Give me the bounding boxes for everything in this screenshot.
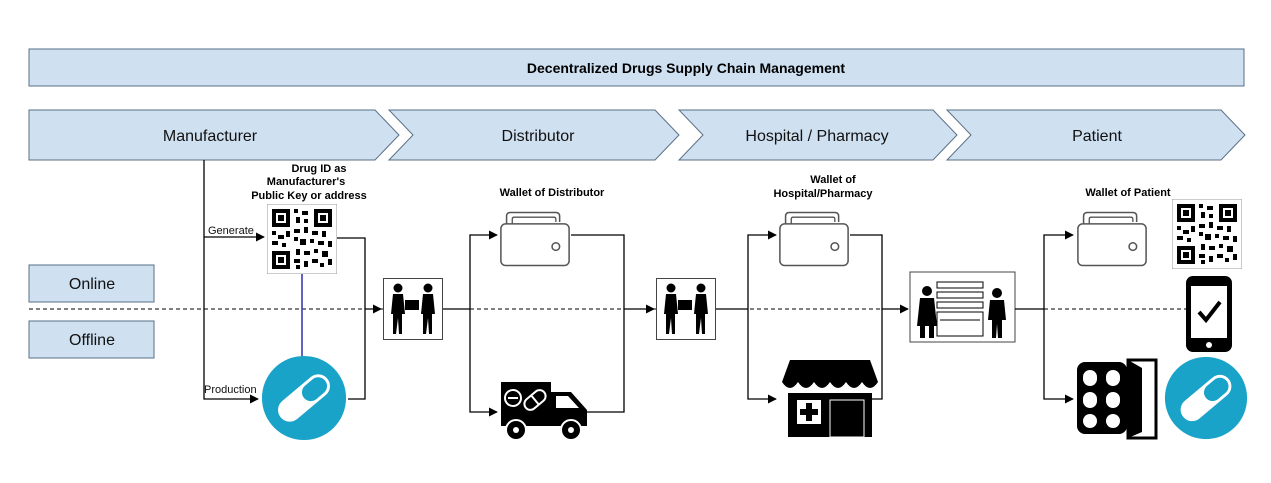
pill-icon: [261, 355, 347, 441]
to-store-arrow: [747, 309, 777, 404]
pharmacy-counter-icon: [909, 271, 1016, 343]
handshake-icon-2: [656, 278, 716, 340]
to-patient-drugs-arrow: [1043, 309, 1074, 404]
stage-chevron-manufacturer: [28, 109, 400, 161]
pill-icon-2: [1164, 356, 1248, 440]
stage-chevron-patient: [945, 109, 1246, 161]
truck-icon: [501, 382, 587, 441]
to-counter-arrow: [872, 304, 909, 400]
wallet-hospital-label-line2: Hospital/Pharmacy: [773, 188, 873, 200]
online-label: Online: [69, 276, 115, 293]
stage-label-distributor: Distributor: [502, 128, 576, 145]
distributor-wallet-out-line: [571, 234, 625, 309]
qr-to-handoff-line: [337, 237, 366, 309]
stage-label-manufacturer: Manufacturer: [163, 128, 258, 145]
production-label: Production: [204, 384, 257, 396]
wallet-distributor-label: Wallet of Distributor: [500, 187, 605, 199]
drug-id-label-line3: Public Key or address: [251, 190, 367, 202]
wallet-icon: [500, 211, 570, 267]
handshake-icon: [383, 278, 443, 340]
diagram-title: Decentralized Drugs Supply Chain Managem…: [527, 60, 846, 76]
wallet-icon-2: [779, 211, 849, 267]
to-handoff2-arrow: [587, 304, 655, 413]
stage-label-patient: Patient: [1072, 128, 1122, 145]
online-box: [28, 264, 155, 303]
to-patient-wallet-arrow: [1043, 230, 1074, 309]
offline-box: [28, 320, 155, 359]
production-arrow: [203, 160, 259, 404]
blister-pack-icon: [1077, 358, 1158, 440]
qr-code-icon: [267, 204, 337, 274]
offline-label: Offline: [69, 332, 115, 349]
title-banner: [28, 48, 1245, 87]
to-hospital-wallet-arrow: [747, 230, 777, 309]
stage-chevron-distributor: [387, 109, 680, 161]
stage-label-hospital: Hospital / Pharmacy: [745, 128, 888, 145]
drug-id-label-line1: Drug ID as: [291, 163, 346, 175]
store-icon: [782, 360, 878, 438]
wallet-patient-label: Wallet of Patient: [1085, 187, 1170, 199]
hospital-wallet-out-line: [850, 234, 883, 309]
to-truck-arrow: [469, 309, 498, 417]
wallet-icon-3: [1077, 211, 1147, 267]
wallet-hospital-label-line1: Wallet of: [810, 174, 856, 186]
stage-chevron-hospital: [677, 109, 958, 161]
generate-label: Generate: [208, 225, 254, 237]
to-distributor-wallet-arrow: [469, 230, 498, 309]
pill-to-handoff-arrow: [348, 304, 382, 400]
qr-code-icon-2: [1172, 199, 1242, 269]
smartphone-check-icon: [1186, 276, 1232, 352]
drug-id-label-line2: Manufacturer's: [267, 176, 345, 188]
